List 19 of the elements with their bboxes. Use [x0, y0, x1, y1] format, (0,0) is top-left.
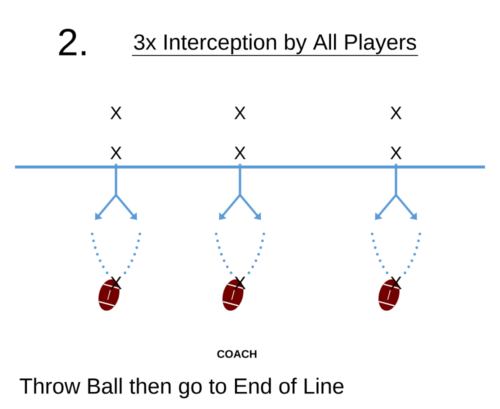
pass-path: [404, 232, 422, 274]
player-mark: X: [390, 106, 402, 120]
arrow: [238, 164, 261, 220]
player-mark: X: [110, 146, 122, 160]
pass-path: [124, 232, 142, 274]
pass-path: [214, 232, 232, 274]
pass-path: [90, 232, 108, 274]
player-mark: X: [110, 106, 122, 120]
pass-path: [248, 232, 266, 274]
title: 3x Interception by All Players: [134, 34, 416, 54]
arrow: [114, 164, 137, 220]
player-mark: X: [390, 146, 402, 160]
player-mark: X: [234, 146, 246, 160]
coach-label: COACH: [217, 350, 256, 358]
instruction-text: Throw Ball then go to End of Line: [20, 378, 344, 398]
step-number: 2.: [59, 28, 86, 56]
player-mark: X: [234, 106, 246, 120]
pass-path: [370, 232, 388, 274]
arrow: [394, 164, 417, 220]
